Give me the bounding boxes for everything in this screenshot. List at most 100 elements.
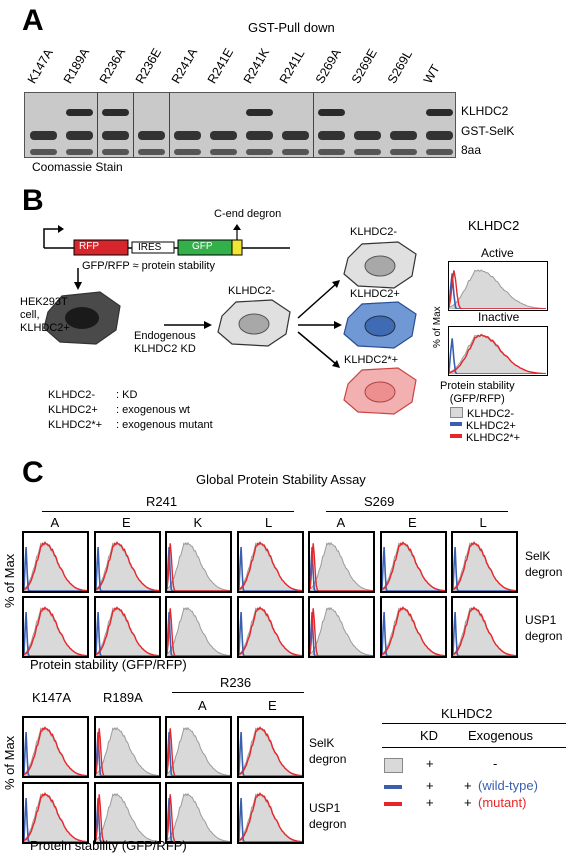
top-hist-selk bbox=[22, 531, 89, 593]
peptide-band bbox=[102, 149, 129, 155]
top-hist-usp1 bbox=[308, 596, 375, 658]
top-col-label: L bbox=[265, 515, 273, 530]
klhdc2-band bbox=[246, 109, 273, 116]
group-r236-line bbox=[172, 692, 304, 693]
group-r241-label: R241 bbox=[146, 494, 178, 509]
top-3-0-plot bbox=[238, 541, 302, 591]
klhdc2-band bbox=[66, 109, 93, 116]
cell-start-label: HEK293T cell, KLHDC2+ bbox=[20, 296, 70, 334]
peptide-band bbox=[246, 149, 273, 155]
top-hist-usp1 bbox=[165, 596, 232, 658]
bottom-0-0-plot bbox=[24, 726, 87, 776]
col-label-r236-a: A bbox=[198, 698, 207, 713]
legend-term-1: KLHDC2- bbox=[48, 389, 96, 401]
group-r241-line bbox=[42, 511, 294, 512]
gel-divider bbox=[133, 93, 134, 157]
top-5-0-plot bbox=[381, 541, 445, 591]
legend-kd-3: + bbox=[426, 795, 434, 810]
top-1-0-plot bbox=[95, 541, 159, 591]
bottom-2-1-plot bbox=[167, 792, 230, 842]
band-label-gst-selk: GST-SelK bbox=[461, 124, 515, 138]
stain-label: Coomassie Stain bbox=[32, 160, 123, 174]
col-label-r189a: R189A bbox=[103, 690, 143, 705]
key-label-wt: KLHDC2+ bbox=[466, 420, 516, 432]
top-col-label: K bbox=[193, 515, 203, 530]
inactive-histogram bbox=[448, 326, 548, 376]
bottom-2-1-kd-trace bbox=[167, 792, 230, 842]
top-2-1-kd-trace bbox=[167, 606, 230, 656]
top-2-0-plot bbox=[167, 541, 230, 591]
cell-start-nucleus bbox=[65, 307, 99, 329]
bottom-3-1-kd-trace bbox=[238, 792, 302, 842]
gel-divider bbox=[97, 93, 98, 157]
top-col-label: L bbox=[479, 515, 487, 530]
panel-a-title: GST-Pull down bbox=[248, 20, 335, 35]
ires-label: IRES bbox=[138, 242, 162, 253]
top-y-label: % of Max bbox=[2, 553, 17, 608]
legend-exo-1: - bbox=[493, 756, 498, 771]
bottom-x-label: Protein stability (GFP/RFP) bbox=[30, 838, 187, 853]
panel-c-letter: C bbox=[22, 456, 44, 489]
klhdc2-band bbox=[426, 109, 453, 116]
top-6-1-kd-trace bbox=[453, 606, 516, 656]
top-4-1-plot bbox=[310, 606, 373, 656]
active-histogram bbox=[448, 261, 548, 311]
bottom-1-1-plot bbox=[95, 792, 159, 842]
top-5-1-kd-trace bbox=[381, 606, 445, 656]
group-s269-label: S269 bbox=[364, 494, 395, 509]
panel-b-y-label: % of Max bbox=[432, 306, 443, 348]
top-3-0-kd-trace bbox=[238, 541, 302, 591]
legend-term-2: KLHDC2+ bbox=[48, 404, 98, 416]
top-3-1-kd-trace bbox=[238, 606, 302, 656]
bottom-1-0-kd-trace bbox=[95, 726, 159, 776]
top-hist-usp1 bbox=[379, 596, 447, 658]
col-label-k147a: K147A bbox=[32, 690, 72, 705]
branch-arrow-top bbox=[297, 283, 337, 319]
top-6-0-kd-trace bbox=[453, 541, 516, 591]
inactive-label: Inactive bbox=[478, 310, 520, 324]
legend-note-mut: (mutant) bbox=[478, 795, 527, 810]
top-col-label: A bbox=[336, 515, 346, 530]
legend-exo-2: + bbox=[464, 778, 472, 793]
cell-bot-label: KLHDC2*+ bbox=[344, 354, 399, 366]
bottom-3-0-kd-trace bbox=[238, 726, 302, 776]
bottom-3-0-mutant-trace bbox=[238, 726, 302, 776]
bottom-3-1-plot bbox=[238, 792, 302, 842]
peptide-band bbox=[66, 149, 93, 155]
panel-b-diagram bbox=[43, 224, 417, 415]
inactive-mutant-trace bbox=[449, 333, 546, 374]
top-1-0-mutant-trace bbox=[95, 541, 159, 591]
legend-exo-3: + bbox=[464, 795, 472, 810]
gst-selk-band bbox=[66, 131, 93, 140]
panel-b-legend: KLHDC2-: KD KLHDC2+: exogenous wt KLHDC2… bbox=[48, 388, 213, 433]
bottom-3-1-mutant-trace bbox=[238, 792, 302, 842]
peptide-band bbox=[354, 149, 381, 155]
top-6-1-plot bbox=[453, 606, 516, 656]
top-x-label: Protein stability (GFP/RFP) bbox=[30, 657, 187, 672]
legend-kd-1: + bbox=[426, 756, 434, 771]
bottom-hist-usp1 bbox=[93, 782, 161, 844]
top-hist-usp1 bbox=[236, 596, 304, 658]
bottom-y-label: % of Max bbox=[2, 735, 17, 790]
row-label-selk-bottom: SelK degron bbox=[309, 736, 347, 766]
top-hist-selk bbox=[451, 531, 518, 593]
legend-rule-mid bbox=[382, 747, 566, 748]
top-5-0-kd-trace bbox=[381, 541, 445, 591]
top-col-label: E bbox=[122, 515, 131, 530]
top-4-0-kd-trace bbox=[310, 541, 373, 591]
top-4-1-kd-trace bbox=[310, 606, 373, 656]
gst-selk-band bbox=[30, 131, 57, 140]
row-label-usp1-top: USP1 degron bbox=[525, 613, 563, 643]
gel-image bbox=[24, 92, 456, 158]
top-6-0-plot bbox=[453, 541, 516, 591]
bottom-hist-usp1 bbox=[22, 782, 89, 844]
bottom-hist-selk bbox=[236, 716, 304, 778]
peptide-band bbox=[390, 149, 417, 155]
legend-def-1: : KD bbox=[116, 389, 138, 401]
bottom-0-1-plot bbox=[24, 792, 87, 842]
legend-swatch-red bbox=[384, 802, 402, 806]
top-0-1-mutant-trace bbox=[24, 606, 87, 656]
degron-box bbox=[231, 239, 243, 256]
panel-b-right-title: KLHDC2 bbox=[468, 218, 520, 233]
gel-divider bbox=[313, 93, 314, 157]
